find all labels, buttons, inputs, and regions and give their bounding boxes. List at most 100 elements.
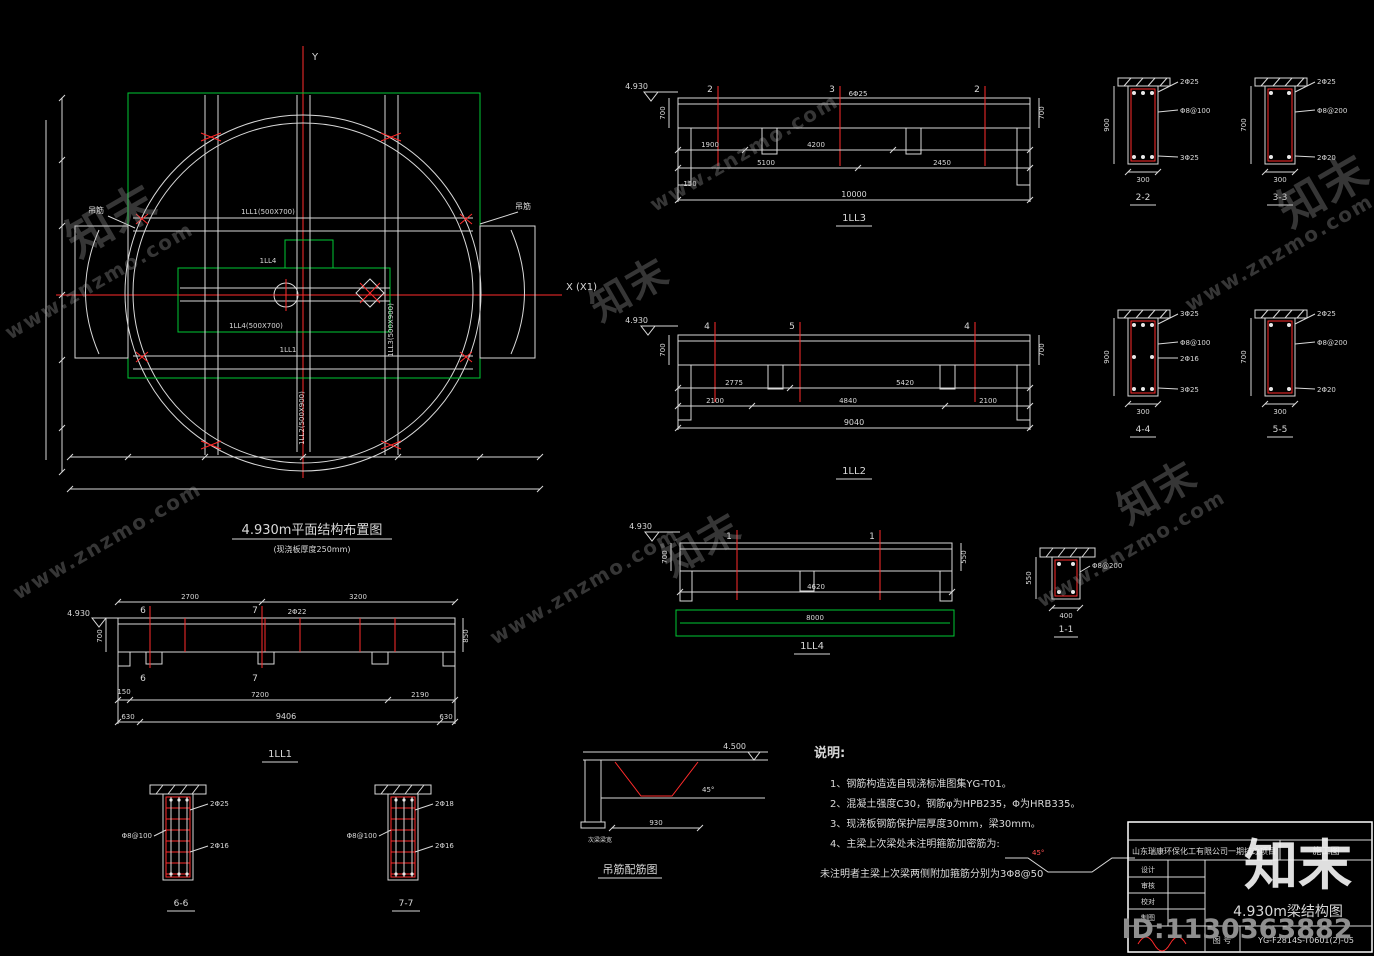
- hook-label: 吊筋: [515, 201, 531, 211]
- stirrup-callout: Φ8@100: [1180, 339, 1210, 347]
- plan-title: 4.930m平面结构布置图: [242, 523, 383, 538]
- level-mark-icon: [639, 325, 678, 336]
- dim: 300: [1273, 176, 1286, 184]
- section-mark: 7: [252, 606, 258, 616]
- view-label: 4-4: [1136, 425, 1151, 435]
- dim: 2100: [706, 397, 724, 405]
- level-value: 4.930: [67, 609, 90, 618]
- beam-elevation-1ll1: 4.930 2700 3200 6 7 6 7 2Φ22 700 850 150…: [67, 593, 470, 763]
- view-label: 1-1: [1059, 625, 1074, 635]
- rebar-callout: 2Φ18: [435, 800, 454, 808]
- note-item: 未注明者主梁上次梁两侧附加箍筋分别为3Φ8@50: [820, 867, 1043, 880]
- view-label: 吊筋配筋图: [603, 862, 658, 876]
- view-label: 6-6: [174, 899, 189, 909]
- dim: 300: [1136, 408, 1149, 416]
- rebar-callout: 2Φ22: [288, 608, 307, 616]
- green-inner-box: [177, 267, 391, 333]
- watermark-text: www.znzmo.com: [486, 522, 683, 650]
- tank-outer-wall: [124, 114, 482, 472]
- beam-elevation-1ll2: 4.930 4 5 4 2775 5420 2100 4840 2100 904…: [625, 316, 1046, 480]
- stirrup-callout: Φ8@200: [1317, 107, 1347, 115]
- dim: 2450: [933, 159, 951, 167]
- beam-grid: [133, 95, 473, 455]
- angle-label: 45°: [1032, 849, 1044, 857]
- rebar-callout: 2Φ16: [1180, 355, 1199, 363]
- section-cut-lines: [149, 606, 263, 668]
- dim-total: 9040: [844, 418, 864, 427]
- titleblock-row-label: 校对: [1141, 897, 1155, 906]
- dim: 5420: [896, 379, 914, 387]
- beam-tag: 1LL1: [280, 346, 297, 354]
- titleblock-row-label: 制图: [1141, 913, 1155, 922]
- equipment-cross: [359, 282, 381, 304]
- view-label: 1LL2: [842, 466, 866, 477]
- section-6-6: Φ8@100 2Φ25 2Φ16 6-6: [122, 784, 229, 912]
- znzmo-logo-watermark: 知末: [1244, 834, 1352, 897]
- level-value: 4.930: [629, 522, 652, 531]
- section-mark: 2: [974, 85, 980, 95]
- level-mark-icon: [90, 617, 118, 628]
- view-label: 1LL3: [842, 213, 866, 224]
- equipment-diamond: [355, 278, 385, 308]
- dim: 2775: [725, 379, 743, 387]
- watermark-text: www.znzmo.com: [9, 477, 206, 605]
- rebar-callout: 2Φ25: [1317, 310, 1336, 318]
- dim-height: 850: [462, 629, 470, 642]
- dim-height: 900: [1103, 350, 1111, 363]
- dim: 4840: [839, 397, 857, 405]
- dim-height: 700: [659, 106, 667, 119]
- section-mark: 4: [964, 322, 970, 332]
- section-5-5: 2Φ25 Φ8@200 2Φ20 700 300 5-5: [1240, 309, 1347, 438]
- notes-block: 说明: 1、钢筋构造选自现浇标准图集YG-T01。 2、混凝土强度C30，钢筋φ…: [814, 745, 1135, 880]
- bent-bar-sketch: [1005, 857, 1135, 873]
- hook-label: 吊筋: [88, 205, 104, 215]
- rebar-callout: 3Φ25: [1180, 386, 1199, 394]
- stirrup: [1130, 88, 1156, 162]
- watermark-text: 知末: [654, 504, 750, 586]
- section-mark: 5: [789, 322, 795, 332]
- dim-total: 8000: [806, 614, 824, 622]
- section-4-4: 3Φ25 Φ8@100 2Φ16 3Φ25 900 300 4-4: [1103, 309, 1210, 438]
- note-item: 1、钢筋构造选自现浇标准图集YG-T01。: [830, 777, 1012, 790]
- rebar-callout: 6Φ25: [849, 90, 868, 98]
- dim: 2100: [979, 397, 997, 405]
- beam-tag: 1LL4: [260, 257, 277, 265]
- section-1-1: Φ8@200 550 400 1-1: [1025, 547, 1122, 638]
- section-mark: 6: [140, 674, 146, 684]
- section-cut-lines: [717, 86, 986, 166]
- dim-height: 700: [96, 629, 104, 642]
- dim: 2190: [411, 691, 429, 699]
- note-item: 4、主梁上次梁处未注明箍筋加密筋为:: [830, 837, 1000, 850]
- title-block: 设计 审核 校对 制图 山东瑞康环保化工有限公司一期技改项目 施工图 4.930…: [1127, 821, 1373, 953]
- dim: 4620: [807, 583, 825, 591]
- view-label: 2-2: [1136, 193, 1151, 203]
- dim: 1900: [701, 141, 719, 149]
- dim: 3200: [349, 593, 367, 601]
- dim: 300: [1136, 176, 1149, 184]
- green-dim-box: [675, 609, 955, 637]
- rebar-callout: 2Φ20: [1317, 154, 1336, 162]
- dim: 150: [117, 688, 130, 696]
- beam-tag: 1LL3(500X900): [387, 303, 395, 357]
- note-item: 3、现浇板钢筋保护层厚度30mm，梁30mm。: [830, 817, 1041, 830]
- left-wing-arc: [85, 229, 100, 355]
- dim: 4200: [807, 141, 825, 149]
- right-wing-arc: [510, 229, 525, 355]
- section-mark: 7: [252, 674, 258, 684]
- rebar-callout: 2Φ16: [210, 842, 229, 850]
- rebar-callout: 2Φ20: [1317, 386, 1336, 394]
- section-mark: 3: [829, 85, 835, 95]
- stirrup: [1130, 320, 1156, 394]
- axis-x-label: X (X1): [566, 282, 597, 293]
- dim: 930: [649, 819, 662, 827]
- rebar-callout: 2Φ16: [435, 842, 454, 850]
- beam-tag: 1LL2(500X900): [298, 391, 306, 445]
- plan-view: Y X (X1) 吊筋 吊筋 1LL1(500X700) 1LL4 1LL4: [45, 46, 597, 554]
- beam-tag: 1LL1(500X700): [241, 208, 295, 216]
- dim-height: 700: [659, 343, 667, 356]
- axis-y-label: Y: [311, 52, 319, 63]
- stirrup-callout: Φ8@200: [1092, 562, 1122, 570]
- view-label: 7-7: [399, 899, 414, 909]
